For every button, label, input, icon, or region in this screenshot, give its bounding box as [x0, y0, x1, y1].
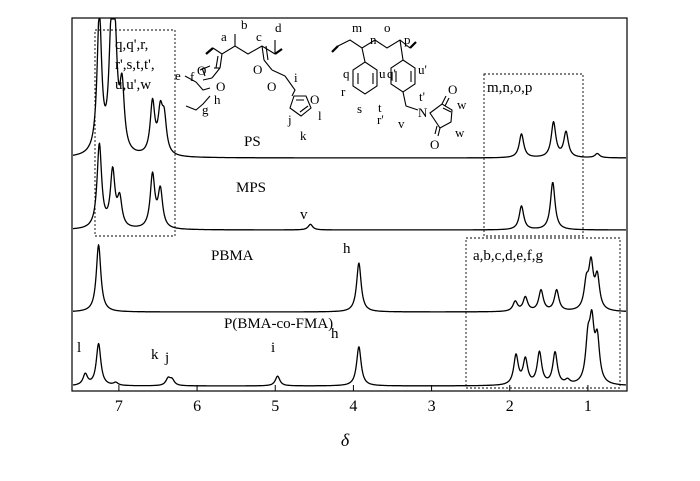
- x-axis-label: δ: [341, 430, 350, 450]
- structure-label-O6: O: [448, 82, 457, 97]
- structure-label-O5: O: [310, 92, 319, 107]
- annotation-aromatic-1: q,q',r,: [115, 37, 148, 53]
- spectrum-line-3: [72, 309, 627, 387]
- x-tick-label-0: 7: [115, 398, 123, 415]
- structure-label-q-prime: q': [387, 66, 396, 81]
- structure-label-q: q: [343, 66, 350, 81]
- structure-label-a: a: [221, 29, 227, 44]
- annotation-backbone-pbma: a,b,c,d,e,f,g: [473, 248, 543, 264]
- annotation-j: j: [164, 350, 169, 366]
- structure-label-l: l: [318, 108, 322, 123]
- structure-label-f: f: [190, 69, 195, 84]
- dashed-box-aromatic: [94, 29, 176, 237]
- series-label-pbma: PBMA: [211, 248, 254, 264]
- structure-label-O2: O: [216, 79, 225, 94]
- structure-label-r-prime: r': [377, 112, 384, 127]
- structure-label-t-prime: t': [419, 89, 425, 104]
- x-tick-label-6: 1: [584, 398, 592, 415]
- series-label-mps: MPS: [236, 180, 266, 196]
- structure-label-e: e: [175, 68, 181, 83]
- spectrum-line-1: [72, 142, 627, 231]
- annotation-h-pbma: h: [343, 241, 351, 257]
- structure-label-j: j: [287, 112, 292, 127]
- structure-label-u-prime: u': [418, 62, 427, 77]
- series-label-ps: PS: [244, 134, 261, 150]
- structure-label-i: i: [294, 70, 298, 85]
- structure-label-w2: w: [455, 125, 465, 140]
- structure-label-w1: w: [457, 97, 467, 112]
- structure-label-O4: O: [267, 79, 276, 94]
- structure-label-O3: O: [253, 62, 262, 77]
- structure-label-t: t: [378, 100, 382, 115]
- structure-label-N: N: [418, 105, 428, 120]
- x-tick-label-4: 3: [428, 398, 436, 415]
- annotation-aromatic-2: r',s,t,t',: [115, 57, 155, 73]
- structure-label-v: v: [398, 116, 405, 131]
- structure-label-d: d: [275, 20, 282, 35]
- dashed-box-pbma-backbone: [465, 237, 621, 389]
- structure-label-m: m: [352, 20, 362, 35]
- spectra-group: [72, 18, 627, 387]
- x-tick-label-2: 5: [271, 398, 279, 415]
- structure-label-n: n: [370, 32, 377, 47]
- series-label-pbma-co-fma: P(BMA-co-FMA): [224, 316, 333, 332]
- structure-label-s: s: [357, 101, 362, 116]
- structure-label-b: b: [241, 17, 248, 32]
- annotation-aromatic-3: u,u',w: [115, 77, 151, 93]
- structure-label-k: k: [300, 128, 307, 143]
- structure-label-O7: O: [430, 137, 439, 152]
- annotation-l: l: [77, 340, 81, 356]
- annotation-v: v: [300, 207, 308, 223]
- annotation-h-copolymer: h: [331, 326, 339, 342]
- dashed-box-ps-backbone: [483, 73, 584, 237]
- spectrum-line-2: [72, 244, 627, 313]
- annotation-i: i: [271, 340, 275, 356]
- structure-label-g: g: [202, 102, 209, 117]
- spectrum-line-0: [72, 18, 627, 159]
- x-tick-label-3: 4: [349, 398, 357, 415]
- x-axis: 7 6 5 4 3 2 1: [115, 385, 592, 415]
- structure-label-p: p: [404, 32, 411, 47]
- structure-label-h: h: [214, 92, 221, 107]
- annotation-k: k: [151, 347, 159, 363]
- x-tick-label-1: 6: [193, 398, 201, 415]
- structure-label-u: u: [379, 66, 386, 81]
- plot-frame: [71, 17, 628, 392]
- mps-structure: m n o p q u q' u' r s t t' r' v N O O w …: [331, 20, 467, 152]
- structure-label-c: c: [256, 29, 262, 44]
- x-tick-label-5: 2: [506, 398, 514, 415]
- annotation-backbone-ps: m,n,o,p: [487, 80, 532, 96]
- structure-label-O1: O: [197, 63, 206, 78]
- structure-label-o: o: [384, 20, 391, 35]
- structure-label-r: r: [341, 84, 346, 99]
- pbma-co-fma-structure: a b c d O O O O e f g h i j k l O: [175, 17, 322, 143]
- series-label-pbma-co-fma-text: P(BMA-co-FMA): [224, 316, 333, 332]
